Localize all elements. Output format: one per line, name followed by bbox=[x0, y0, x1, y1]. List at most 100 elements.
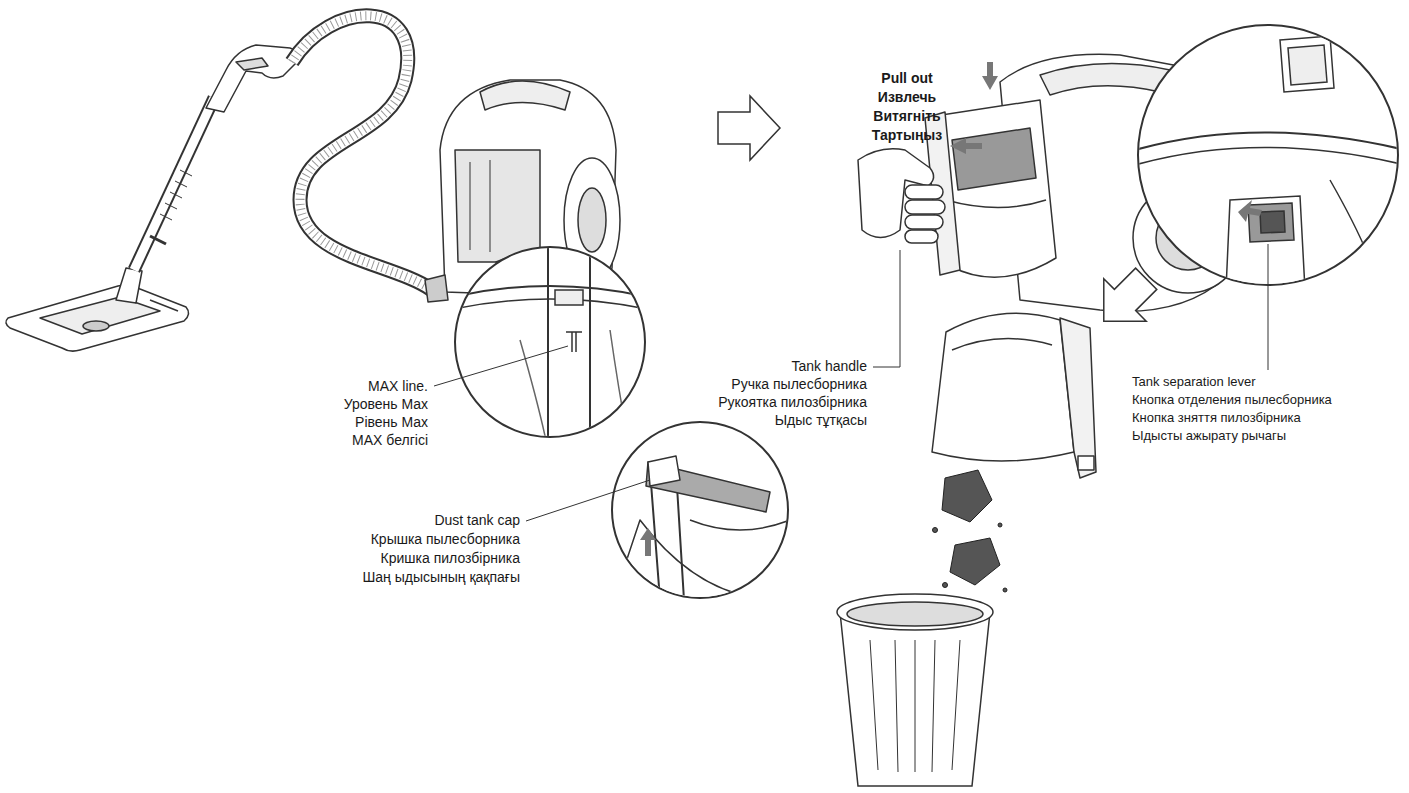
lever-magnifier-part bbox=[1238, 200, 1262, 222]
hose-part bbox=[292, 16, 432, 290]
part-label: Ручка пылесборника bbox=[731, 376, 867, 392]
dust-clumps-part bbox=[1003, 588, 1007, 592]
leader-line bbox=[1268, 244, 1269, 370]
stick-vacuum-part bbox=[160, 170, 192, 220]
lever-magnifier-part-part bbox=[1330, 180, 1380, 290]
cap-magnifier-part-part bbox=[648, 456, 680, 486]
open-tank-part bbox=[932, 313, 1074, 461]
cap-magnifier-part bbox=[610, 456, 790, 610]
stick-vacuum-part bbox=[206, 45, 298, 112]
step-arrow bbox=[1083, 258, 1168, 343]
vacuum-body-part bbox=[1040, 64, 1170, 95]
press-arrow bbox=[982, 62, 998, 90]
cap-magnifier-part-part bbox=[690, 520, 790, 530]
part-label: Кнопка зняття пилозбірника bbox=[1132, 411, 1301, 426]
dust-clumps-part bbox=[933, 528, 938, 533]
lever-magnifier-part-part bbox=[1226, 196, 1305, 290]
cap-magnifier-part-part bbox=[610, 520, 790, 610]
action-label: Тартыңыз bbox=[872, 127, 943, 143]
open-tank-part bbox=[952, 339, 1052, 350]
cap-magnifier-part bbox=[612, 422, 788, 598]
part-label: Tank separation lever bbox=[1132, 375, 1256, 390]
dust-clumps-part bbox=[950, 538, 1000, 585]
dust-tank-part bbox=[952, 128, 1036, 190]
part-label: Крышка пылесборника bbox=[371, 531, 520, 547]
stick-vacuum-part bbox=[134, 98, 214, 270]
canister-vacuum-part bbox=[578, 188, 606, 252]
action-label: Извлечь bbox=[878, 89, 936, 105]
dust-tank-part bbox=[946, 200, 1046, 208]
part-label: Ыдыс тұтқасы bbox=[775, 412, 867, 428]
part-label: MAX белгісі bbox=[352, 432, 428, 448]
stick-vacuum-part bbox=[236, 58, 268, 70]
hose-part bbox=[292, 16, 432, 290]
part-label: Рукоятка пилозбірника bbox=[718, 394, 867, 410]
trash-can-part bbox=[847, 602, 983, 626]
lever-magnifier-part-part bbox=[1280, 36, 1334, 92]
part-label: Ыдысты ажырату рычагы bbox=[1132, 429, 1286, 444]
part-label: Рівень Max bbox=[355, 414, 428, 430]
stick-vacuum-part bbox=[83, 321, 109, 331]
lever-magnifier-part-part bbox=[1260, 211, 1285, 233]
dust-clumps bbox=[933, 470, 1008, 592]
step-arrow bbox=[718, 96, 780, 160]
canister-vacuum-part bbox=[455, 150, 540, 262]
trash-can-part bbox=[870, 640, 960, 772]
stick-vacuum-part bbox=[40, 297, 160, 334]
leader-line bbox=[434, 346, 568, 386]
part-label: Шаң ыдысының қақпағы bbox=[362, 569, 520, 585]
stick-vacuum-part bbox=[116, 268, 142, 303]
part-label: Кришка пилозбірника bbox=[381, 550, 520, 566]
hand-part bbox=[905, 200, 945, 214]
stick-vacuum-part bbox=[6, 285, 189, 351]
cap-magnifier bbox=[610, 422, 790, 610]
leader-line bbox=[526, 480, 650, 521]
cap-magnifier-part bbox=[640, 528, 656, 556]
lever-magnifier bbox=[1135, 25, 1405, 290]
hand-part bbox=[905, 230, 938, 243]
dust-clumps-part bbox=[943, 583, 948, 588]
hand bbox=[858, 149, 945, 243]
stick-vacuum bbox=[6, 45, 298, 351]
max-magnifier-part-part bbox=[548, 240, 590, 450]
dust-tank bbox=[925, 100, 1056, 277]
action-label: Витягніть bbox=[873, 108, 940, 124]
dust-clumps-part bbox=[998, 523, 1002, 527]
canister-vacuum-part bbox=[425, 275, 448, 302]
lever-magnifier-part bbox=[1135, 36, 1405, 290]
hand-part bbox=[905, 185, 943, 199]
max-magnifier-part-part bbox=[440, 299, 660, 312]
action-label: Pull out bbox=[881, 70, 932, 86]
max-magnifier bbox=[440, 240, 660, 450]
part-label: Кнопка отделения пылесборника bbox=[1132, 393, 1332, 408]
part-label: MAX line. bbox=[368, 378, 428, 394]
lever-magnifier-part-part bbox=[1288, 45, 1327, 85]
max-magnifier-part bbox=[455, 247, 645, 437]
part-label: Dust tank cap bbox=[434, 512, 520, 528]
stick-vacuum-part bbox=[134, 98, 214, 270]
canister-vacuum-part bbox=[480, 81, 570, 110]
pull-arrow bbox=[950, 138, 982, 154]
max-magnifier-part-part bbox=[566, 332, 582, 352]
hand-part bbox=[905, 215, 943, 229]
leader-line bbox=[873, 250, 900, 367]
open-tank-part bbox=[1078, 456, 1094, 470]
canister-vacuum-part bbox=[470, 160, 490, 252]
trash-can-part bbox=[840, 612, 990, 786]
max-magnifier-part bbox=[440, 240, 660, 450]
open-tank-part bbox=[1060, 318, 1096, 478]
stick-vacuum-part bbox=[150, 236, 166, 244]
hose bbox=[292, 16, 432, 290]
dust-clumps-part bbox=[942, 470, 992, 522]
max-magnifier-part-part bbox=[440, 286, 660, 300]
trash-can-part bbox=[837, 594, 993, 630]
part-label: Уровень Max bbox=[344, 396, 428, 412]
max-magnifier-part-part bbox=[520, 330, 630, 450]
open-tank bbox=[932, 313, 1096, 478]
lever-magnifier-part-part bbox=[1135, 148, 1405, 166]
hose-part bbox=[292, 16, 432, 290]
trash-can bbox=[837, 594, 993, 786]
stick-vacuum-part bbox=[150, 300, 178, 311]
max-magnifier-part-part bbox=[555, 290, 583, 305]
